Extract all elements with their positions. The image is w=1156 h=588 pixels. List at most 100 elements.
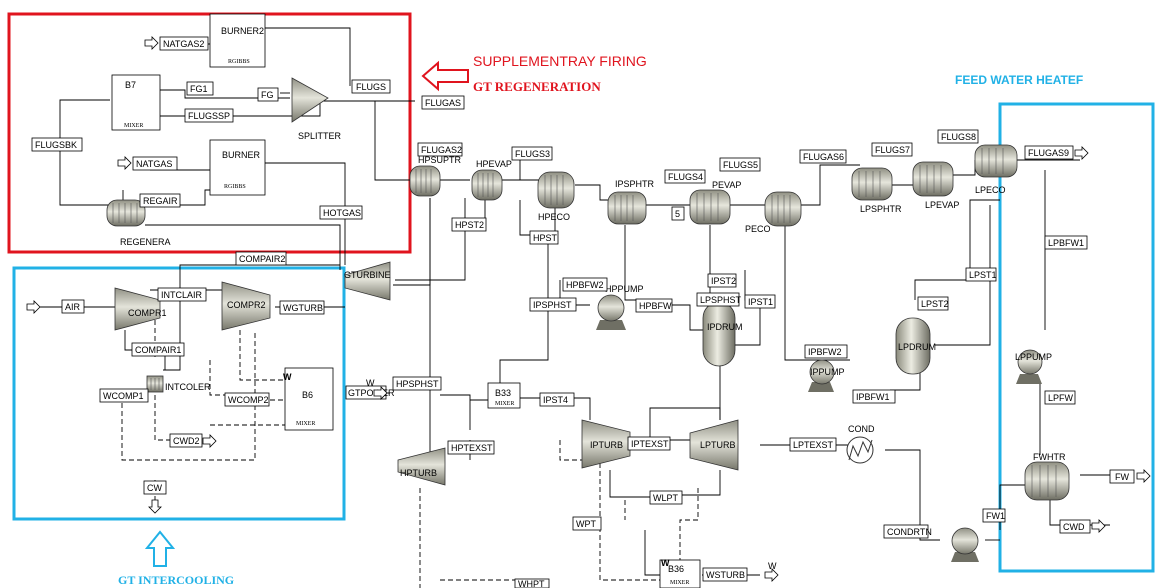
b36-w-label: W (661, 558, 670, 568)
ipeco-block[interactable] (765, 192, 801, 226)
stream-wcomp2[interactable]: WCOMP2 (228, 395, 269, 405)
stream-lpbfw1[interactable]: LPBFW1 (1048, 238, 1084, 248)
stream-cwd[interactable]: CWD (1063, 522, 1085, 532)
hppump-block[interactable] (598, 295, 624, 321)
b7-sub: MIXER (124, 123, 143, 129)
hppump-label: HPPUMP (605, 284, 644, 294)
stream-compair1[interactable]: COMPAIR1 (135, 345, 181, 355)
feed-water-heater-title: FEED WATER HEATEF (955, 73, 1083, 87)
cyan-arrow-icon (147, 532, 173, 566)
gt-intercooling-title: GT INTERCOOLING (118, 573, 234, 587)
stream-hpst2[interactable]: HPST2 (455, 220, 484, 230)
stream-fg[interactable]: FG (261, 90, 274, 100)
stream-hptexst[interactable]: HPTEXST (451, 443, 493, 453)
hpsuptr-block[interactable] (410, 166, 440, 196)
stream-hpsphst[interactable]: HPSPHST (396, 379, 439, 389)
stream-natgas2[interactable]: NATGAS2 (163, 39, 204, 49)
stream-flugas9[interactable]: FLUGAS9 (1028, 148, 1069, 158)
stream-gtpower[interactable]: GTPOWER (348, 388, 395, 398)
stream-ipst4[interactable]: IPST4 (543, 395, 568, 405)
stream-hpst[interactable]: HPST (533, 233, 558, 243)
stream-condrtn[interactable]: CONDRTN (887, 527, 932, 537)
stream-flugs4[interactable]: FLUGS4 (668, 172, 703, 182)
stream-regair[interactable]: REGAIR (143, 196, 178, 206)
stream-lpst1[interactable]: LPST1 (969, 270, 997, 280)
stream-cwd2[interactable]: CWD2 (173, 436, 200, 446)
stream-flugas2[interactable]: FLUGAS2 (421, 145, 462, 155)
hpevap-label: HPEVAP (476, 159, 512, 169)
inlet-arrow-icon (145, 37, 158, 49)
stream-ipsphst[interactable]: IPSPHST (533, 300, 572, 310)
stream-flugs5[interactable]: FLUGS5 (723, 160, 758, 170)
stream-hpbfw2[interactable]: HPBFW2 (566, 280, 604, 290)
gtpower-w-label: W (366, 378, 375, 388)
ipeco-label: PECO (745, 224, 771, 234)
compr2-label: COMPR2 (227, 300, 266, 310)
stream-ipst1[interactable]: IPST1 (748, 297, 773, 307)
stream-wcomp1[interactable]: WCOMP1 (103, 391, 144, 401)
stream-5[interactable]: 5 (675, 209, 680, 219)
stream-air[interactable]: AIR (65, 302, 81, 312)
stream-lpst2[interactable]: LPST2 (921, 299, 949, 309)
inlet-arrow-icon (27, 301, 40, 313)
stream-ipbfw2[interactable]: IPBFW2 (808, 347, 842, 357)
stream-hpbfw[interactable]: HPBFW (639, 301, 672, 311)
ipdrum-block[interactable] (703, 302, 735, 366)
b7-label: B7 (125, 80, 136, 90)
b33-label: B33 (495, 388, 511, 398)
stream-flugs[interactable]: FLUGS (356, 82, 386, 92)
pumps (596, 295, 1042, 562)
gturbine-block[interactable] (345, 262, 390, 300)
lpeco-label: LPECO (975, 185, 1006, 195)
stream-ipst2[interactable]: IPST2 (711, 276, 736, 286)
stream-flugs3[interactable]: FLUGS3 (515, 149, 550, 159)
hpturb-block[interactable] (398, 448, 445, 485)
stream-wlpt[interactable]: WLPT (653, 493, 679, 503)
stream-flugssp[interactable]: FLUGSSP (188, 111, 230, 121)
ipevap-block[interactable] (690, 190, 730, 224)
fwhtr-block[interactable] (1025, 462, 1069, 500)
ipdrum-label: IPDRUM (707, 322, 743, 332)
burner-label: BURNER (222, 150, 261, 160)
lpevap-block[interactable] (913, 162, 953, 196)
outlet-arrow-icon (1092, 520, 1105, 532)
stream-compair2[interactable]: COMPAIR2 (239, 254, 285, 264)
stream-fw[interactable]: FW (1115, 472, 1129, 482)
gturbine-label: GTURBINE (344, 270, 391, 280)
hpsuptr-label: HPSUPTR (418, 155, 462, 165)
stream-fg1[interactable]: FG1 (190, 84, 208, 94)
hpevap-block[interactable] (472, 170, 502, 200)
stream-flugas[interactable]: FLUGAS (425, 98, 461, 108)
stream-ipbfw1[interactable]: IPBFW1 (856, 392, 890, 402)
lpturb-label: LPTURB (700, 440, 736, 450)
compr1-label: COMPR1 (128, 308, 167, 318)
stream-hotgas[interactable]: HOTGAS (323, 208, 361, 218)
red-arrow-icon (423, 63, 468, 89)
stream-flugs8[interactable]: FLUGS8 (941, 132, 976, 142)
stream-cw[interactable]: CW (147, 483, 162, 493)
stream-iptexst[interactable]: IPTEXST (631, 439, 669, 449)
stream-natgas[interactable]: NATGAS (136, 159, 172, 169)
stream-fw1[interactable]: FW1 (986, 511, 1005, 521)
stream-flugas6[interactable]: FLUGAS6 (803, 152, 844, 162)
splitter-block[interactable] (292, 78, 328, 122)
hpeco-block[interactable] (538, 172, 574, 208)
stream-wsturb[interactable]: WSTURB (706, 570, 745, 580)
stream-flugs7[interactable]: FLUGS7 (875, 145, 910, 155)
stream-lptexst[interactable]: LPTEXST (793, 440, 834, 450)
intcoler-label: INTCOLER (165, 382, 211, 392)
regenera-label: REGENERA (120, 237, 171, 247)
stream-whpt[interactable]: WHPT (518, 579, 545, 588)
condensate-pump-block[interactable] (952, 528, 978, 554)
supplementary-firing-title: SUPPLEMENTRAY FIRING (473, 53, 647, 69)
ipevap-label: PEVAP (712, 180, 741, 190)
stream-lpsphst[interactable]: LPSPHST (700, 295, 742, 305)
stream-flugsbk[interactable]: FLUGSBK (35, 140, 77, 150)
ipsphtr-label: IPSPHTR (615, 179, 655, 189)
stream-wgturb[interactable]: WGTURB (283, 303, 323, 313)
stream-wpt[interactable]: WPT (576, 519, 596, 529)
stream-lpfw[interactable]: LPFW (1048, 393, 1074, 403)
stream-intclair[interactable]: INTCLAIR (161, 290, 203, 300)
b33-sub: MIXER (495, 401, 514, 407)
lpsphtr-block[interactable] (852, 168, 892, 200)
